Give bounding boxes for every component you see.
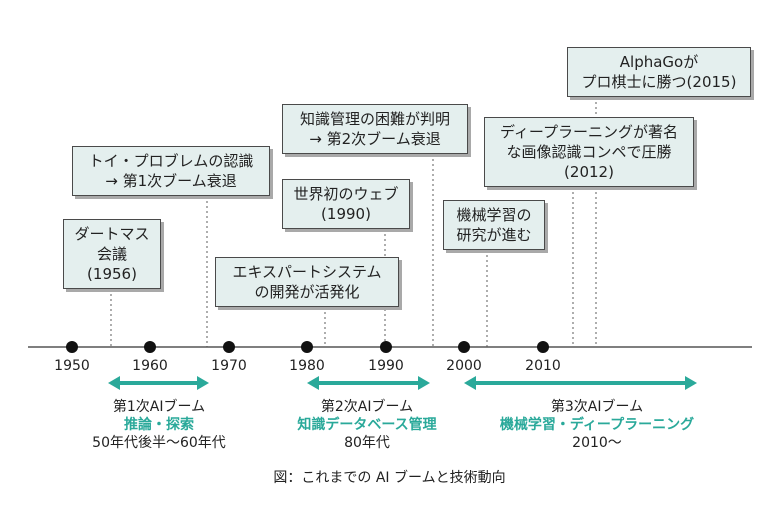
event-text-line: 知識管理の困難が判明 — [299, 110, 450, 128]
event-text-line: ダートマス — [74, 225, 150, 243]
event-text-line: の開発が活発化 — [254, 283, 360, 301]
year-dot-1990 — [380, 341, 392, 353]
event-box-alphago: AlphaGoがプロ棋士に勝つ(2015) — [567, 47, 751, 97]
boom-keyword: 知識データベース管理 — [297, 417, 437, 433]
event-text-line: 機械学習の — [456, 206, 532, 224]
year-label: 2000 — [446, 358, 482, 374]
boom-title: 第1次AIブーム — [112, 399, 206, 415]
boom-period: 2010〜 — [572, 435, 622, 451]
event-box-expert-system: エキスパートシステムの開発が活発化 — [215, 257, 399, 307]
boom-arrow-1 — [108, 376, 209, 390]
event-text-line: (1956) — [87, 265, 137, 283]
year-label: 1990 — [368, 358, 404, 374]
event-text-line: → 第1次ブーム衰退 — [105, 172, 237, 190]
boom-period: 50年代後半〜60年代 — [92, 435, 226, 451]
event-text-line: プロ棋士に勝つ(2015) — [581, 73, 737, 91]
boom-label-1: 第1次AIブーム推論・探索 50年代後半〜60年代 — [29, 398, 289, 452]
event-box-machine-learning: 機械学習の研究が進む — [443, 200, 545, 250]
boom-keyword: 機械学習・ディープラーニング — [499, 417, 695, 433]
event-text-line: 会議 — [96, 245, 127, 263]
event-box-deep-learning: ディープラーニングが著名な画像認識コンペで圧勝 (2012) — [484, 117, 694, 187]
event-text-line: 世界初のウェブ — [293, 185, 399, 203]
year-dot-1970 — [223, 341, 235, 353]
figure-caption: 図：これまでの AI ブームと技術動向 — [273, 470, 506, 486]
year-label: 1960 — [132, 358, 168, 374]
event-text-line: ディープラーニングが著名 — [499, 123, 679, 141]
year-dot-1980 — [301, 341, 313, 353]
boom-title: 第3次AIブーム — [550, 399, 644, 415]
boom-label-2: 第2次AIブーム知識データベース管理 80年代 — [237, 398, 497, 452]
year-label: 1970 — [211, 358, 247, 374]
boom-arrow-3 — [464, 376, 697, 390]
boom-label-3: 第3次AIブーム機械学習・ディープラーニング 2010〜 — [467, 398, 727, 452]
event-box-knowledge-mgmt: 知識管理の困難が判明 → 第2次ブーム衰退 — [282, 104, 468, 154]
boom-title: 第2次AIブーム — [320, 399, 414, 415]
year-dot-2010 — [537, 341, 549, 353]
event-box-toy-problem: トイ・プロブレムの認識 → 第1次ブーム衰退 — [72, 146, 270, 196]
event-box-web: 世界初のウェブ (1990) — [282, 179, 410, 229]
year-label: 1980 — [289, 358, 325, 374]
year-dot-2000 — [458, 341, 470, 353]
year-dot-1960 — [144, 341, 156, 353]
boom-arrows — [108, 376, 697, 390]
event-text-line: 研究が進む — [456, 226, 532, 244]
event-text-line: → 第2次ブーム衰退 — [309, 130, 441, 148]
event-box-dartmouth: ダートマス会議 (1956) — [63, 219, 161, 289]
year-dot-1950 — [66, 341, 78, 353]
event-text-line: (1990) — [321, 205, 371, 223]
boom-keyword: 推論・探索 — [124, 417, 194, 433]
boom-period: 80年代 — [344, 435, 390, 451]
year-label: 2010 — [525, 358, 561, 374]
year-markers — [66, 341, 549, 353]
event-text-line: (2012) — [564, 163, 614, 181]
year-label: 1950 — [54, 358, 90, 374]
event-text-line: エキスパートシステム — [232, 263, 382, 281]
event-text-line: AlphaGoが — [619, 53, 699, 71]
event-text-line: トイ・プロブレムの認識 — [88, 152, 254, 170]
event-text-line: な画像認識コンペで圧勝 — [506, 143, 672, 161]
boom-arrow-2 — [307, 376, 430, 390]
